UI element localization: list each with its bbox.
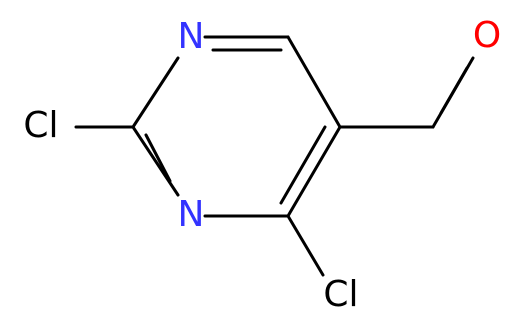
bond-n3-c2-inner bbox=[144, 133, 172, 183]
bond-c2-n1 bbox=[131, 56, 180, 129]
bond-c5-c4-inner bbox=[279, 125, 327, 205]
nitrogen-1-label: N bbox=[178, 16, 205, 57]
nitrogen-3-label: N bbox=[178, 194, 205, 235]
bond-c4-cl bbox=[286, 214, 325, 277]
oxygen-label: O bbox=[473, 15, 501, 56]
bond-c-o-inner bbox=[439, 66, 469, 115]
chlorine-4-label: Cl bbox=[323, 274, 358, 315]
bond-c5-c4 bbox=[286, 125, 342, 218]
bond-n3-c2 bbox=[131, 125, 180, 197]
chlorine-2-label: Cl bbox=[23, 105, 58, 146]
bond-c6-c5 bbox=[286, 35, 342, 129]
